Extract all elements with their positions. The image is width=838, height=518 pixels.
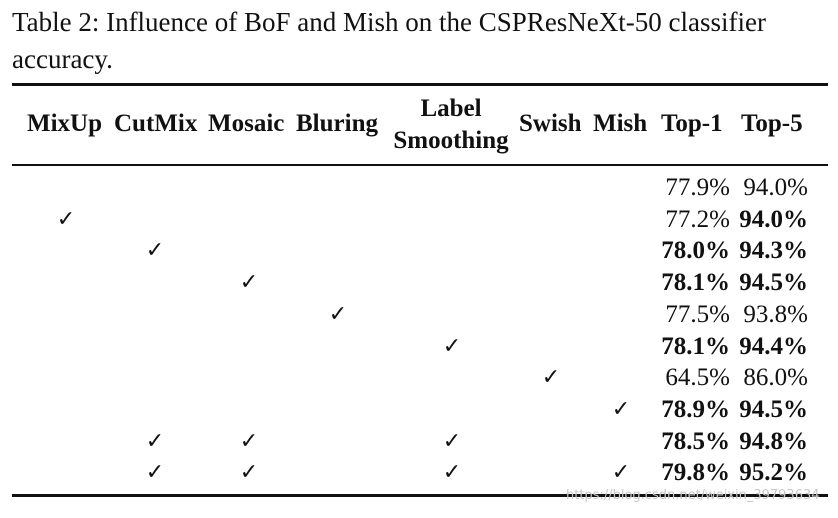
check-mark-cutmix: ✓ xyxy=(145,238,165,264)
header-top1: Top-1 xyxy=(661,110,723,137)
check-mark-swish: ✓ xyxy=(541,365,561,391)
cell-top5: 94.0% xyxy=(743,174,808,201)
check-mark-mish: ✓ xyxy=(611,460,631,486)
table-row: ✓ 77.2% 94.0% xyxy=(0,204,838,235)
check-mark-bluring: ✓ xyxy=(328,301,348,327)
header-swish: Swish xyxy=(519,110,582,137)
cell-top1: 78.1% xyxy=(661,269,730,297)
header-label-smoothing-line2: Smoothing xyxy=(393,127,509,154)
header-mosaic: Mosaic xyxy=(208,110,285,137)
cell-top5: 94.5% xyxy=(739,395,808,423)
table-row: ✓ ✓ ✓ ✓ 79.8% 95.2% xyxy=(0,457,838,488)
table-caption: Table 2: Influence of BoF and Mish on th… xyxy=(12,7,766,74)
table-row: ✓ 64.5% 86.0% xyxy=(0,362,838,393)
cell-top1: 78.1% xyxy=(661,332,730,360)
cell-top1: 77.9% xyxy=(665,174,730,201)
check-mark-label-smoothing: ✓ xyxy=(442,460,462,486)
table-row: 77.9% 94.0% xyxy=(0,172,838,203)
table-row: ✓ 78.1% 94.4% xyxy=(0,331,838,362)
cell-top5: 86.0% xyxy=(743,364,808,392)
table-row: ✓ 78.0% 94.3% xyxy=(0,235,838,266)
table-row: ✓ 77.5% 93.8% xyxy=(0,299,838,330)
check-mark-mosaic: ✓ xyxy=(239,270,259,296)
table-header-rule xyxy=(12,164,828,166)
cell-top5: 94.8% xyxy=(739,427,808,455)
header-bluring: Bluring xyxy=(296,110,378,137)
table-row: ✓ 78.9% 94.5% xyxy=(0,394,838,425)
header-label-smoothing: Label Smoothing xyxy=(390,93,512,157)
cell-top5: 94.0% xyxy=(739,205,808,233)
table-top-rule xyxy=(12,83,828,86)
cell-top5: 94.4% xyxy=(739,332,808,360)
check-mark-cutmix: ✓ xyxy=(145,460,165,486)
cell-top1: 77.2% xyxy=(665,205,730,233)
watermark: https://blog.csdn.net/weixin_39793634 xyxy=(566,488,820,503)
cell-top1: 79.8% xyxy=(661,459,730,487)
header-top5: Top-5 xyxy=(741,110,803,137)
cell-top1: 77.5% xyxy=(665,300,730,328)
check-mark-cutmix: ✓ xyxy=(145,428,165,454)
header-mixup: MixUp xyxy=(27,110,102,137)
table-row: ✓ 78.1% 94.5% xyxy=(0,267,838,298)
cell-top5: 94.3% xyxy=(739,237,808,265)
table-row: ✓ ✓ ✓ 78.5% 94.8% xyxy=(0,426,838,457)
check-mark-label-smoothing: ✓ xyxy=(442,428,462,454)
cell-top1: 78.5% xyxy=(661,427,730,455)
cell-top1: 78.0% xyxy=(661,237,730,265)
check-mark-mixup: ✓ xyxy=(56,206,76,232)
cell-top1: 78.9% xyxy=(661,395,730,423)
check-mark-mosaic: ✓ xyxy=(239,460,259,486)
header-cutmix: CutMix xyxy=(114,110,198,137)
table-bottom-rule xyxy=(12,494,828,497)
check-mark-mosaic: ✓ xyxy=(239,428,259,454)
header-mish: Mish xyxy=(593,110,648,137)
cell-top1: 64.5% xyxy=(665,364,730,392)
cell-top5: 93.8% xyxy=(743,300,808,328)
check-mark-label-smoothing: ✓ xyxy=(442,333,462,359)
cell-top5: 94.5% xyxy=(739,269,808,297)
header-label-smoothing-line1: Label xyxy=(420,95,482,122)
cell-top5: 95.2% xyxy=(739,459,808,487)
check-mark-mish: ✓ xyxy=(611,396,631,422)
